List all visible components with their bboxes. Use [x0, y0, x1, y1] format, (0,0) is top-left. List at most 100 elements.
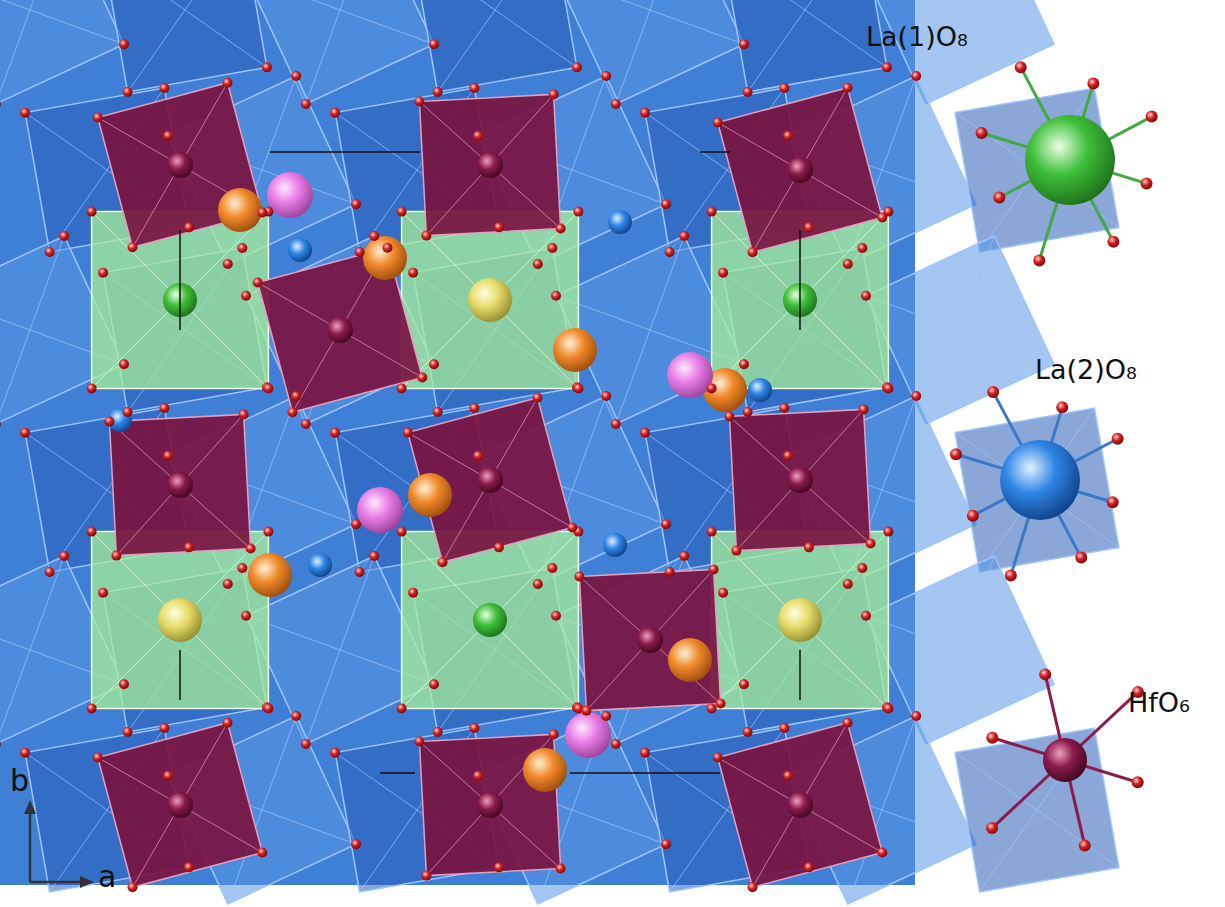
- polyhedron-edge: [960, 556, 994, 650]
- oxygen-atom: [857, 243, 867, 253]
- oxygen-atom: [417, 373, 427, 383]
- unit-cell-line: [799, 230, 801, 330]
- oxygen-atom: [950, 448, 962, 460]
- oxygen-atom: [665, 567, 675, 577]
- oxygen-atom: [731, 546, 741, 556]
- oxygen-atom: [1039, 668, 1051, 680]
- oxygen-atom: [301, 99, 311, 109]
- polyhedron-edge: [180, 83, 228, 165]
- oxygen-atom: [20, 108, 30, 118]
- oxygen-atom: [87, 383, 97, 393]
- polyhedron-edge: [0, 616, 30, 650]
- oxygen-atom: [408, 588, 418, 598]
- polyhedron-edge: [0, 0, 30, 10]
- oxygen-atom: [397, 383, 407, 393]
- polyhedron-edge: [495, 10, 577, 67]
- oxygen-atom: [111, 551, 121, 561]
- la2-atom: [308, 553, 332, 577]
- polyhedron-edge: [882, 170, 976, 204]
- la2-polyhedron: [866, 556, 1054, 744]
- polyhedron-edge: [805, 0, 862, 10]
- la1-polyhedron: [402, 532, 579, 709]
- oxygen-atom: [574, 571, 584, 581]
- oxygen-atom: [549, 729, 559, 739]
- oxygen-atom: [438, 557, 448, 567]
- oxygen-atom: [223, 579, 233, 589]
- oxygen-atom: [1112, 433, 1124, 445]
- oxygen-atom: [98, 588, 108, 598]
- oxygen-atom: [601, 711, 611, 721]
- oxygen-atom: [397, 207, 407, 217]
- dopant-sphere: [668, 638, 712, 682]
- oxygen-atom: [163, 451, 173, 461]
- hf-octahedron: [98, 83, 263, 248]
- oxygen-atom: [301, 419, 311, 429]
- polyhedron-edge: [246, 0, 340, 10]
- oxygen-atom: [184, 862, 194, 872]
- polyhedron-edge: [926, 330, 960, 424]
- oxygen-atom: [369, 551, 379, 561]
- hf-atom: [167, 792, 193, 818]
- oxygen-atom: [707, 383, 717, 393]
- polyhedron-edge: [748, 10, 805, 92]
- la2-polyhedron: [413, 0, 577, 92]
- oxygen-atom: [533, 259, 543, 269]
- oxygen-atom: [661, 519, 671, 529]
- oxygen-atom: [601, 71, 611, 81]
- oxygen-atom: [263, 383, 273, 393]
- oxygen-atom: [159, 403, 169, 413]
- oxygen-atom: [804, 222, 814, 232]
- oxygen-atom: [263, 527, 273, 537]
- oxygen-atom: [679, 551, 689, 561]
- hf-atom: [787, 792, 813, 818]
- polyhedron-edge: [438, 10, 495, 92]
- legend-label: HfO₆: [1128, 688, 1190, 718]
- oxygen-atom: [547, 563, 557, 573]
- oxygen-atom: [861, 611, 871, 621]
- oxygen-atom: [469, 403, 479, 413]
- polyhedron-edge: [800, 88, 848, 170]
- polyhedron-edge: [586, 640, 650, 711]
- oxygen-atom: [433, 407, 443, 417]
- polyhedron-edge: [572, 810, 666, 844]
- la1-atom: [473, 603, 507, 637]
- oxygen-atom: [779, 403, 789, 413]
- polyhedron-edge: [490, 480, 572, 528]
- polyhedron-edge: [490, 805, 561, 869]
- oxygen-atom: [184, 222, 194, 232]
- la1-polyhedron: [712, 212, 889, 389]
- oxygen-atom: [993, 192, 1005, 204]
- oxygen-atom: [421, 231, 431, 241]
- polyhedron-edge: [335, 753, 417, 810]
- polyhedron-edge: [103, 0, 185, 10]
- oxygen-atom: [257, 208, 267, 218]
- oxygen-atom: [239, 409, 249, 419]
- dopant-sphere: [408, 473, 452, 517]
- oxygen-atom: [123, 727, 133, 737]
- polyhedron-edge: [262, 76, 296, 170]
- polyhedron-edge: [306, 650, 340, 744]
- hf-octahedron: [408, 398, 573, 563]
- oxygen-atom: [611, 739, 621, 749]
- oxygen-atom: [414, 96, 424, 106]
- oxygen-atom: [779, 723, 789, 733]
- oxygen-atom: [397, 527, 407, 537]
- oxygen-atom: [861, 291, 871, 301]
- polyhedron-edge: [960, 236, 994, 330]
- polyhedron-edge: [402, 620, 490, 708]
- oxygen-atom: [1056, 401, 1068, 413]
- polyhedron-edge: [180, 485, 251, 549]
- la2-polyhedron: [955, 408, 1119, 572]
- la1-key-atom: [1025, 115, 1115, 205]
- oxygen-atom: [707, 527, 717, 537]
- oxygen-atom: [779, 83, 789, 93]
- oxygen-atom: [1005, 569, 1017, 581]
- oxygen-atom: [877, 213, 887, 223]
- polyhedron-edge: [718, 123, 800, 171]
- polyhedron-edge: [116, 485, 180, 556]
- oxygen-atom: [119, 359, 129, 369]
- legend-label: La(1)O₈: [866, 22, 968, 52]
- unit-cell-line: [270, 151, 420, 153]
- oxygen-atom: [843, 579, 853, 589]
